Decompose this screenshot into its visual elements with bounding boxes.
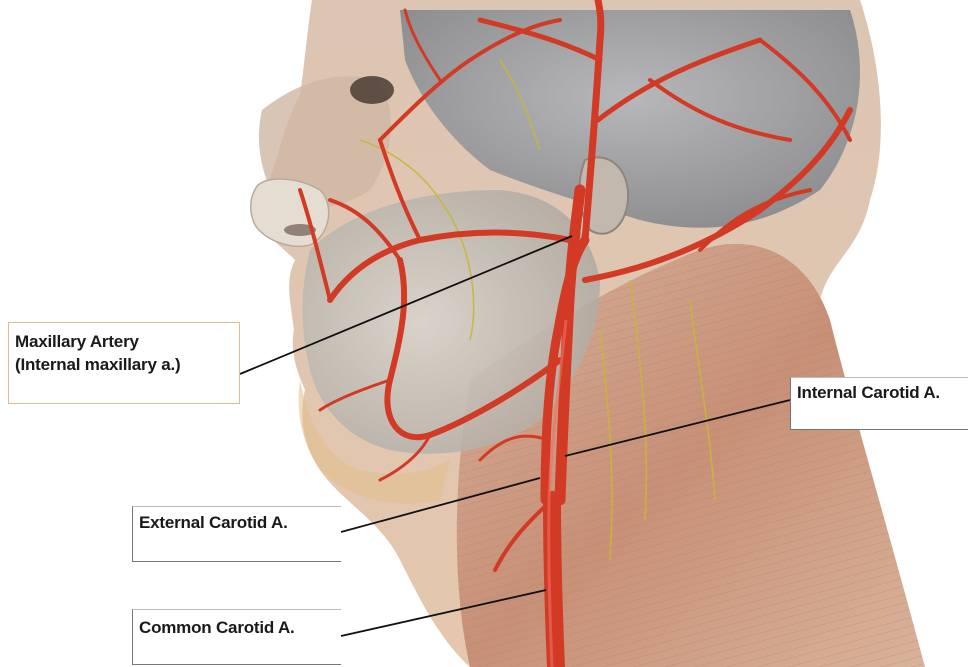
label-common-carotid-text: Common Carotid A. <box>139 618 295 637</box>
label-internal-carotid-text: Internal Carotid A. <box>797 383 940 402</box>
label-maxillary-artery: Maxillary Artery (Internal maxillary a.) <box>8 322 240 404</box>
label-external-carotid: External Carotid A. <box>132 506 341 562</box>
label-internal-carotid: Internal Carotid A. <box>790 377 968 430</box>
label-maxillary-line2: (Internal maxillary a.) <box>15 353 233 376</box>
label-common-carotid: Common Carotid A. <box>132 609 341 665</box>
common-carotid-artery <box>552 500 556 667</box>
nose <box>251 179 329 246</box>
label-maxillary-line1: Maxillary Artery <box>15 330 233 353</box>
label-external-carotid-text: External Carotid A. <box>139 513 288 532</box>
eye <box>350 76 394 104</box>
